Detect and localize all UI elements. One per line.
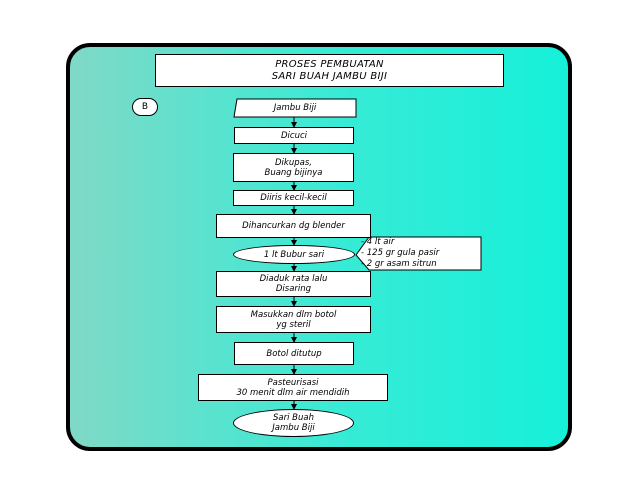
connector-label-b: B	[132, 98, 158, 116]
step-pulp: 1 lt Bubur sari	[233, 245, 355, 264]
title-line-2: SARI BUAH JAMBU BIJI	[271, 70, 388, 82]
step-close: Botol ditutup	[234, 342, 354, 365]
step-end: Sari Buah Jambu Biji	[233, 409, 354, 437]
diagram-title: PROSES PEMBUATAN SARI BUAH JAMBU BIJI	[155, 54, 504, 87]
step-stir: Diaduk rata lalu Disaring	[216, 271, 371, 297]
title-line-1: PROSES PEMBUATAN	[275, 58, 384, 70]
ingredient-citric-acid: - 2 gr asam sitrun	[361, 259, 437, 269]
step-bottle: Masukkan dlm botol yg steril	[216, 306, 371, 333]
step-slice: Diiris kecil-kecil	[233, 190, 354, 206]
step-wash: Dicuci	[234, 127, 354, 144]
step-pasteurize: Pasteurisasi 30 menit dlm air mendidih	[198, 374, 388, 401]
ingredient-sugar: - 125 gr gula pasir	[361, 248, 440, 258]
step-start: Jambu Biji	[273, 103, 317, 113]
ingredients-notes: - 4 lt air - 125 gr gula pasir - 2 gr as…	[361, 237, 481, 270]
step-blend: Dihancurkan dg blender	[216, 214, 371, 238]
step-peel: Dikupas, Buang bijinya	[233, 153, 354, 182]
ingredient-water: - 4 lt air	[361, 237, 395, 247]
start-shape	[233, 98, 357, 118]
